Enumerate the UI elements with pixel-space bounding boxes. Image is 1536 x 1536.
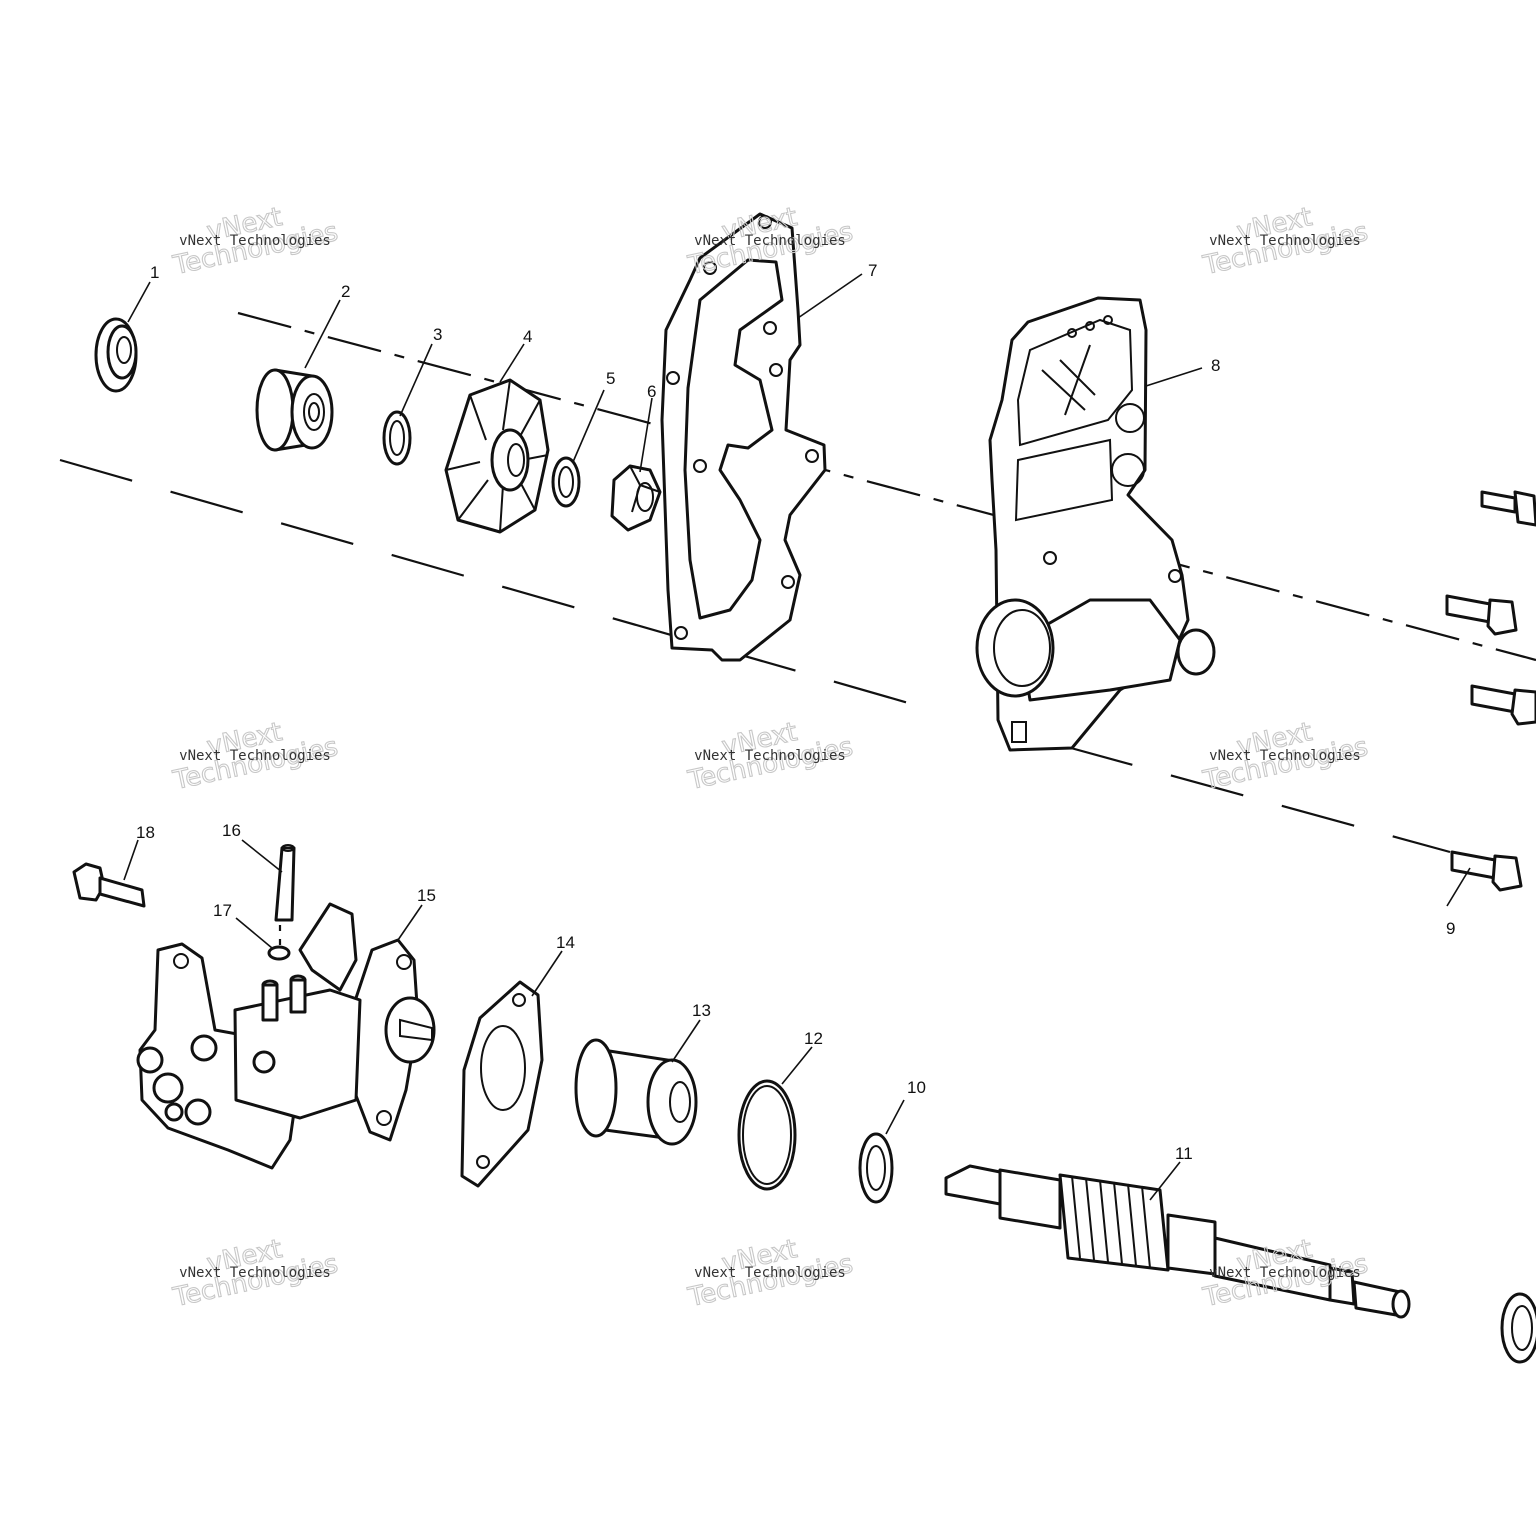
- callout-labels: 1 2 3 4 5 6 7 8 9 10 11 12 13 14 15 16 1…: [136, 261, 1455, 1163]
- callout-9: 9: [1446, 919, 1455, 938]
- watermark-r3c2: vNext Technologies vNext Technologies: [684, 1234, 856, 1314]
- impeller-part: [444, 378, 550, 534]
- bolt-4: [1450, 850, 1523, 892]
- callout-18: 18: [136, 823, 155, 842]
- retaining-clip-part: [267, 945, 291, 961]
- edge-washer-part: [1500, 1292, 1536, 1364]
- bolt-2: [1445, 594, 1518, 636]
- watermark-r2c3: vNext Technologies vNext Technologies: [1199, 717, 1371, 797]
- bolts-part-group: [1445, 490, 1536, 892]
- thrust-washer-part: [858, 1132, 894, 1204]
- upper-axis-line: [237, 311, 1536, 662]
- o-ring-part: [737, 1079, 797, 1191]
- callout-11: 11: [1175, 1144, 1193, 1163]
- callout-6: 6: [647, 382, 656, 401]
- callout-7: 7: [868, 261, 877, 280]
- bolt-3: [1470, 684, 1536, 726]
- svg-text:vNext Technologies: vNext Technologies: [1209, 748, 1361, 764]
- lower-axis-line: [59, 458, 941, 714]
- pump-housing-part: [975, 296, 1216, 752]
- oil-pump-part: [136, 902, 436, 1170]
- svg-text:vNext Technologies: vNext Technologies: [694, 748, 846, 764]
- svg-text:vNext Technologies: vNext Technologies: [1209, 233, 1361, 249]
- callout-5: 5: [606, 369, 615, 388]
- callout-8: 8: [1211, 356, 1220, 375]
- small-washer-part: [551, 456, 581, 508]
- callout-16: 16: [222, 821, 241, 840]
- bushing-part: [574, 1038, 698, 1146]
- watermark-r1c3: vNext Technologies vNext Technologies: [1199, 202, 1371, 282]
- nut-part: [610, 464, 662, 532]
- callout-15: 15: [417, 886, 436, 905]
- svg-text:vNext Technologies: vNext Technologies: [694, 233, 846, 249]
- callout-3: 3: [433, 325, 442, 344]
- drive-shaft-part: [944, 1164, 1411, 1319]
- callout-13: 13: [692, 1001, 711, 1020]
- roll-pin-part: [274, 844, 296, 922]
- callout-10: 10: [907, 1078, 926, 1097]
- watermark-r3c1: vNext Technologies vNext Technologies: [169, 1234, 341, 1314]
- svg-text:vNext Technologies: vNext Technologies: [694, 1265, 846, 1281]
- pump-gasket-part: [460, 980, 544, 1188]
- washer-part: [382, 410, 412, 466]
- svg-text:vNext Technologies: vNext Technologies: [1209, 1265, 1361, 1281]
- callout-2: 2: [341, 282, 350, 301]
- svg-text:vNext Technologies: vNext Technologies: [179, 233, 331, 249]
- svg-text:vNext Technologies: vNext Technologies: [179, 748, 331, 764]
- gasket-part: [660, 212, 827, 662]
- callout-1: 1: [150, 263, 159, 282]
- callout-12: 12: [804, 1029, 823, 1048]
- leader-lines: [123, 273, 1471, 1201]
- bolt-axis-line: [1059, 743, 1451, 854]
- bearing-part: [255, 368, 334, 452]
- watermark-r2c2: vNext Technologies vNext Technologies: [684, 717, 856, 797]
- callout-14: 14: [556, 933, 575, 952]
- mount-bolt-part: [72, 862, 146, 908]
- watermark-r1c1: vNext Technologies vNext Technologies: [169, 202, 341, 282]
- callout-4: 4: [523, 327, 532, 346]
- callout-17: 17: [213, 901, 232, 920]
- watermark-r2c1: vNext Technologies vNext Technologies: [169, 717, 341, 797]
- seal-part: [94, 317, 138, 393]
- bolt-1: [1480, 490, 1536, 527]
- svg-text:vNext Technologies: vNext Technologies: [179, 1265, 331, 1281]
